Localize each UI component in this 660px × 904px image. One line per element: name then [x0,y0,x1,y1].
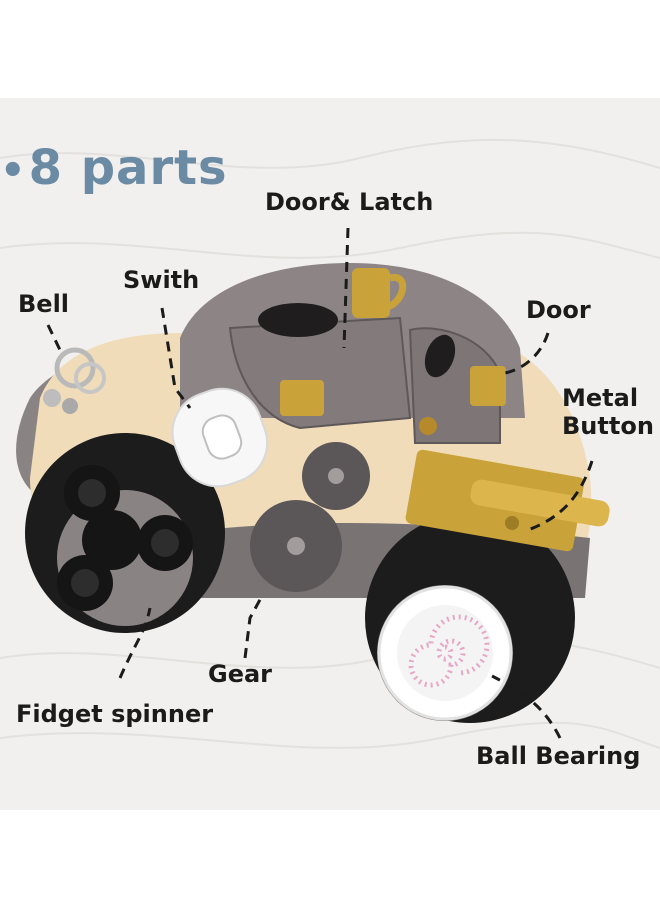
product-photo [0,98,660,810]
label-fidget-spinner: Fidget spinner [16,700,214,728]
label-bell: Bell [18,290,70,318]
front-window-oval [424,334,456,378]
fidget-spinner-part [57,465,193,611]
side-door-panel [228,316,412,430]
headline-text: 8 parts [28,140,228,196]
label-ball-bearing: Ball Bearing [476,742,641,770]
headline-bullet: • [0,148,27,194]
label-metal-button: Metal Button [562,384,654,440]
gear-part [250,442,370,592]
bell-part [43,347,106,414]
label-door: Door [526,296,591,324]
busy-board-car-illustration [0,138,660,749]
label-gear: Gear [208,660,273,688]
leader-lines [46,227,594,739]
label-switch: Swith [123,266,200,294]
switch-part [171,387,269,488]
ball-bearing-part [377,585,513,721]
label-metal-button-line1: Metal [562,384,639,412]
door-window-oval [258,303,338,337]
parts-count-headline: •8 parts [0,140,228,196]
door-latch-part [280,268,506,435]
label-metal-button-line2: Button [562,412,654,440]
label-door-latch: Door& Latch [265,188,434,216]
